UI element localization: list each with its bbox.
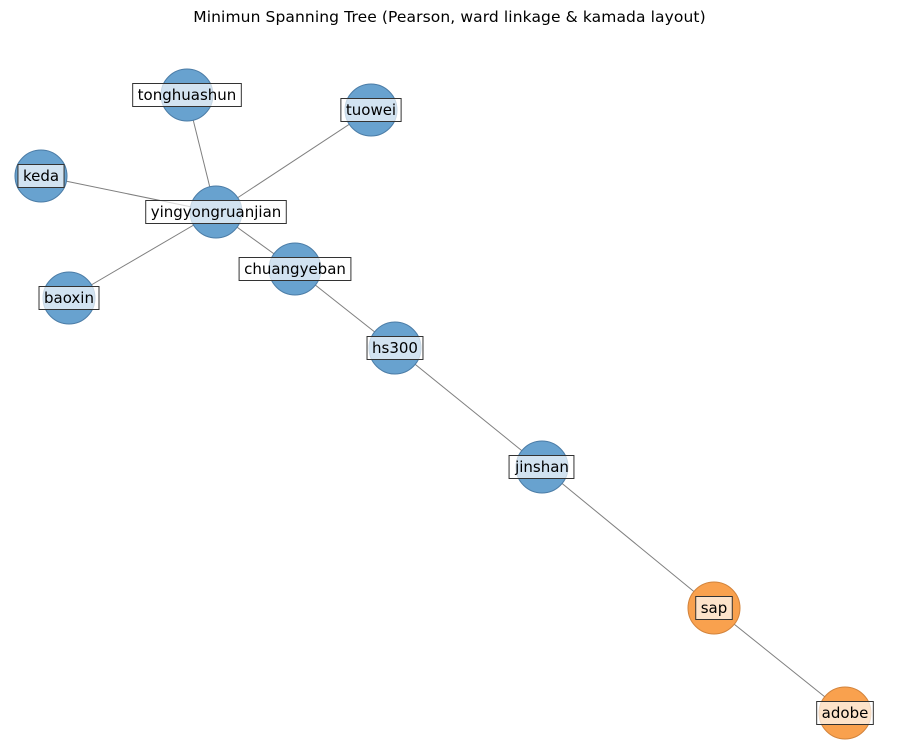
node-label-text: yingyongruanjian xyxy=(151,203,282,221)
node-label-box xyxy=(238,257,352,281)
graph-node-label-adobe: adobe xyxy=(816,701,874,725)
graph-edge-sap-adobe xyxy=(713,607,846,714)
graph-node-label-tonghuashun: tonghuashun xyxy=(132,83,242,107)
node-label-box xyxy=(132,83,242,107)
node-label-box xyxy=(695,596,733,620)
graph-node-label-sap: sap xyxy=(695,596,733,620)
node-label-text: adobe xyxy=(822,704,869,722)
node-label-text: baoxin xyxy=(44,289,94,307)
node-label-text: tuowei xyxy=(346,101,396,119)
graph-edge-jinshan-sap xyxy=(541,466,715,609)
node-label-box xyxy=(508,455,575,479)
graph-node-label-keda: keda xyxy=(17,164,65,188)
graph-node-label-yingyongruanjian: yingyongruanjian xyxy=(145,200,287,224)
node-label-box xyxy=(816,701,874,725)
figure-title: Minimun Spanning Tree (Pearson, ward lin… xyxy=(193,8,706,26)
graph-node-label-hs300: hs300 xyxy=(366,336,424,360)
graph-node-label-chuangyeban: chuangyeban xyxy=(238,257,352,281)
graph-edge-yingyongruanjian-baoxin xyxy=(68,211,217,299)
node-label-text: chuangyeban xyxy=(244,260,346,278)
node-label-box xyxy=(145,200,287,224)
graph-edge-hs300-jinshan xyxy=(394,347,543,468)
node-label-box xyxy=(17,164,65,188)
node-label-text: keda xyxy=(23,167,59,185)
node-label-text: hs300 xyxy=(372,339,418,357)
graph-node-label-jinshan: jinshan xyxy=(508,455,575,479)
graph-node-label-tuowei: tuowei xyxy=(340,98,402,122)
node-label-box xyxy=(340,98,402,122)
node-label-box xyxy=(366,336,424,360)
graph-node-label-baoxin: baoxin xyxy=(38,286,100,310)
node-label-box xyxy=(38,286,100,310)
node-label-text: jinshan xyxy=(514,458,569,476)
graph-edge-yingyongruanjian-tuowei xyxy=(215,109,372,213)
node-label-text: sap xyxy=(701,599,728,617)
node-label-text: tonghuashun xyxy=(138,86,237,104)
